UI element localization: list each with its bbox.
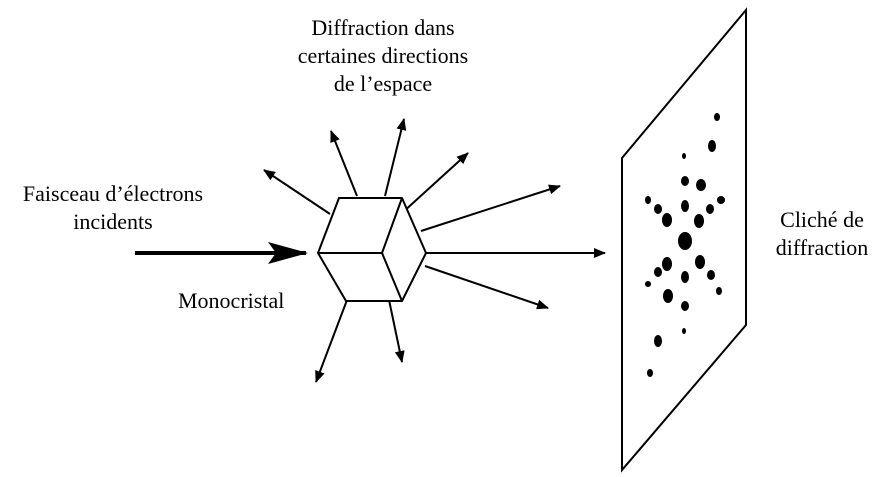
spot (681, 176, 689, 186)
diffracted-rays (263, 118, 606, 383)
spot (708, 140, 716, 152)
ray (263, 169, 331, 215)
spot (663, 289, 673, 303)
monocrystal-label: Monocristal (178, 287, 284, 315)
ray (384, 118, 407, 197)
ray (424, 265, 549, 310)
spot (695, 255, 705, 269)
crystal-label-text: Monocristal (178, 288, 285, 313)
ray (330, 130, 358, 197)
diffraction-label-line: de l’espace (333, 71, 433, 96)
diffraction-label-line: Diffraction dans (311, 15, 455, 40)
diffraction-directions-label: Diffraction dans certaines directions de… (268, 14, 498, 98)
spot (696, 179, 706, 191)
ray (420, 184, 561, 232)
spot (706, 204, 714, 214)
spot (716, 287, 722, 295)
spot (678, 232, 692, 250)
diffraction-label-line: certaines directions (297, 43, 469, 68)
spot (654, 267, 662, 277)
spot (647, 369, 653, 377)
diffraction-spots (645, 113, 725, 377)
beam-label-line: Faisceau d’électrons (22, 181, 204, 206)
monocrystal-cube (317, 197, 427, 302)
incident-beam-label: Faisceau d’électrons incidents (0, 180, 226, 236)
spot (654, 335, 662, 347)
spot (707, 270, 715, 280)
spot (654, 204, 662, 214)
spot (714, 113, 720, 121)
spot (662, 213, 672, 227)
spot (681, 200, 689, 212)
cliche-label-line: diffraction (775, 235, 869, 260)
cliche-label-line: Cliché de (780, 207, 864, 232)
beam-label-line: incidents (73, 209, 153, 234)
diffraction-pattern-label: Cliché de diffraction (764, 206, 880, 262)
spot (662, 257, 672, 271)
spot (681, 271, 689, 283)
ray (387, 294, 405, 363)
ray (315, 299, 348, 383)
spot (682, 328, 686, 334)
spot (645, 196, 651, 204)
spot (694, 214, 704, 228)
spot (645, 281, 651, 287)
spot (717, 196, 725, 204)
ray (401, 152, 469, 214)
cube-edge (381, 252, 403, 302)
cube-outline (317, 197, 427, 302)
cube-edge (381, 197, 403, 254)
spot (682, 153, 686, 159)
spot (681, 301, 689, 311)
